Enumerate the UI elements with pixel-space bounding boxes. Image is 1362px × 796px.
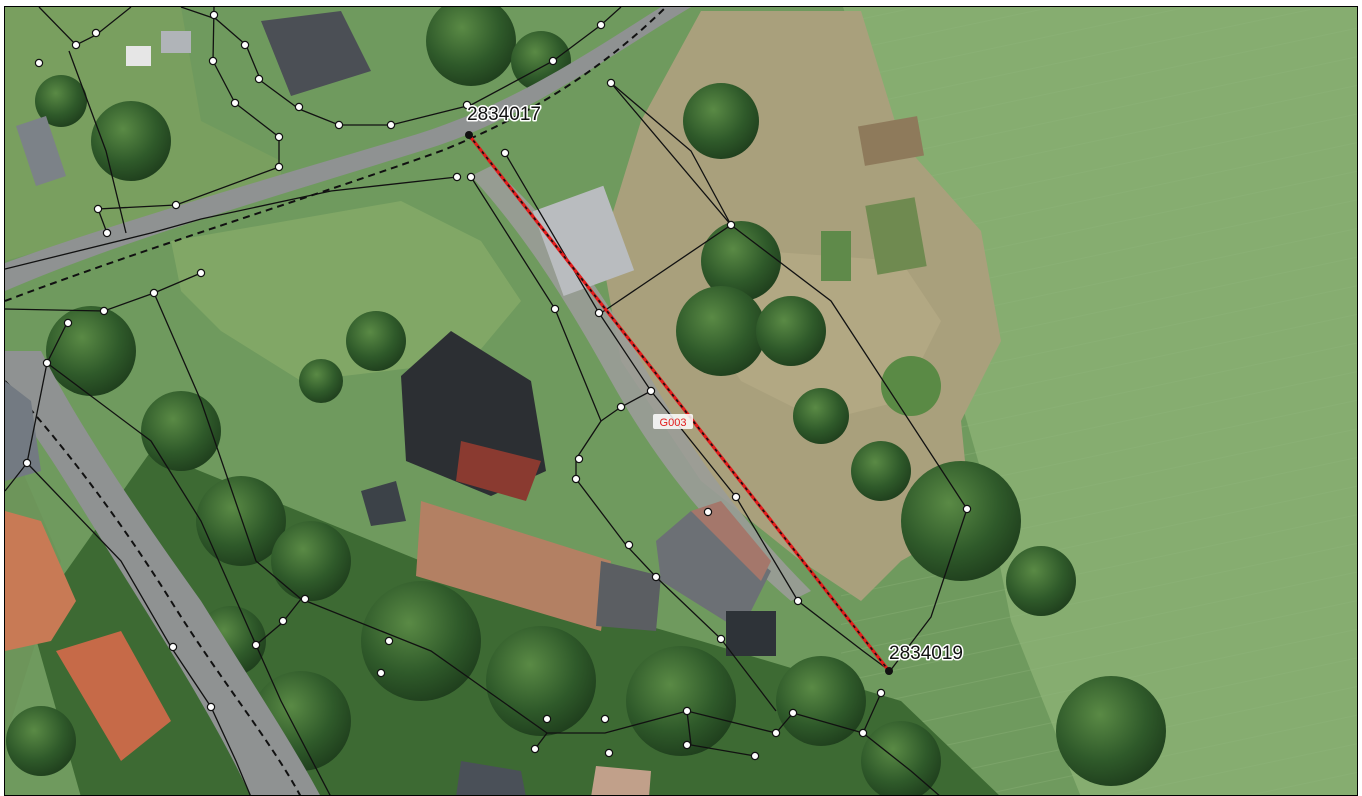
- building: [126, 46, 151, 66]
- point-start-label: 2834017: [467, 104, 541, 125]
- aerial-map-view[interactable]: G003 2834017 2834019: [4, 6, 1358, 796]
- buildings-layer: [5, 11, 776, 795]
- main-road: [5, 7, 691, 291]
- building: [596, 561, 661, 631]
- building: [456, 761, 526, 795]
- building: [5, 381, 41, 481]
- building: [456, 441, 541, 501]
- road-centerline: [5, 7, 667, 302]
- building: [361, 481, 406, 526]
- building: [726, 611, 776, 656]
- point-start[interactable]: 2834017: [465, 103, 542, 139]
- boundary-vertices: [22, 10, 972, 761]
- building: [261, 11, 371, 96]
- point-end[interactable]: 2834019: [885, 642, 964, 675]
- side-road: [5, 351, 320, 795]
- segment-g003[interactable]: G003: [467, 134, 891, 672]
- building: [161, 31, 191, 53]
- building: [691, 501, 771, 581]
- building: [5, 511, 76, 651]
- point-start-marker: [465, 131, 473, 139]
- segment-label: G003: [660, 417, 687, 429]
- side-road-centerline: [5, 380, 302, 795]
- segment-line-dash: [468, 134, 890, 672]
- building: [56, 631, 171, 761]
- building: [16, 116, 66, 186]
- building: [656, 511, 771, 631]
- building: [591, 766, 651, 795]
- point-end-marker: [885, 667, 893, 675]
- trees-layer: [6, 7, 1166, 795]
- point-end-label: 2834019: [889, 643, 963, 664]
- building: [416, 501, 611, 631]
- map-canvas: G003 2834017 2834019: [5, 7, 1357, 795]
- building: [532, 185, 635, 296]
